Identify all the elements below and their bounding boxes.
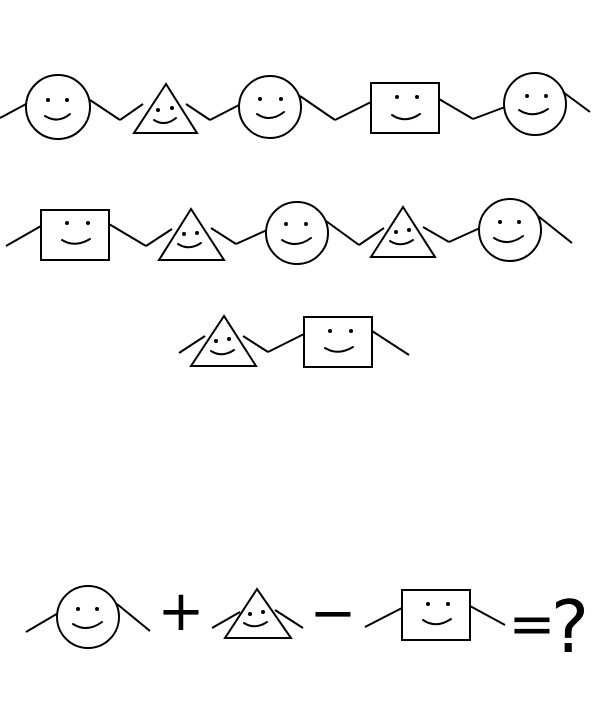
- square-arm: [469, 605, 506, 626]
- smile: [72, 621, 103, 629]
- smile: [256, 111, 285, 119]
- smile: [391, 113, 421, 121]
- triangle-figure: [157, 207, 226, 261]
- circle-figure: [25, 74, 91, 140]
- circle-figure: [478, 198, 542, 262]
- row-1-link: [438, 98, 474, 120]
- minus-operator: −: [310, 581, 357, 646]
- row-2-link: [5, 225, 42, 247]
- row-2-link: [448, 227, 481, 243]
- row-2-link: [422, 226, 450, 243]
- triangle-figure: [223, 587, 293, 639]
- circle-figure: [238, 75, 302, 139]
- row-2-link: [537, 215, 573, 244]
- equals-operator: =: [509, 592, 556, 657]
- row-1-link: [119, 103, 144, 121]
- row-2: [5, 198, 573, 265]
- row-2-link: [108, 223, 147, 247]
- smile: [281, 237, 312, 245]
- circle-figure: [503, 72, 567, 136]
- smile: [61, 238, 91, 245]
- smile: [44, 113, 71, 121]
- triangle-arm: [211, 611, 241, 629]
- row-3-link: [267, 333, 305, 353]
- row-1-link: [472, 106, 506, 120]
- plus-operator: +: [158, 579, 205, 644]
- row-2-link: [358, 227, 385, 246]
- square-figure: [303, 316, 373, 368]
- circle-figure: [56, 585, 120, 649]
- triangle-figure: [132, 82, 199, 134]
- row-2-link: [235, 229, 268, 245]
- square-figure: [401, 589, 471, 641]
- triangle-arm: [274, 609, 304, 629]
- row-1-link: [562, 91, 591, 113]
- smile: [243, 621, 268, 628]
- row-2-link: [325, 220, 360, 246]
- square-figure: [40, 209, 110, 261]
- row-1-link: [299, 95, 336, 121]
- smile: [177, 242, 202, 249]
- row-1-link: [185, 103, 211, 121]
- equation: + − = ?: [25, 579, 589, 669]
- row-1-link: [89, 99, 121, 121]
- smile: [324, 346, 354, 353]
- row-3-link: [242, 335, 269, 353]
- row-1-link: [334, 101, 372, 121]
- row-1-link: [209, 103, 242, 121]
- row-1: [0, 72, 591, 140]
- row-3-link: [371, 330, 410, 356]
- row-2-link: [210, 227, 237, 245]
- row-3-link: [178, 335, 206, 354]
- smile: [518, 108, 549, 116]
- unknown-answer: ?: [551, 585, 589, 669]
- row-3: [178, 314, 410, 368]
- circle-figure: [265, 201, 329, 265]
- row-2-link: [145, 228, 173, 247]
- smile: [389, 239, 414, 246]
- row-1-link: [0, 102, 29, 119]
- square-figure: [370, 82, 440, 134]
- circle-arm: [116, 603, 151, 632]
- smile: [153, 117, 177, 124]
- smile: [493, 235, 524, 243]
- square-arm: [364, 607, 403, 628]
- triangle-figure: [369, 205, 437, 258]
- triangle-figure: [189, 314, 258, 367]
- smile: [422, 618, 452, 626]
- smile: [210, 349, 235, 356]
- circle-arm: [25, 611, 61, 633]
